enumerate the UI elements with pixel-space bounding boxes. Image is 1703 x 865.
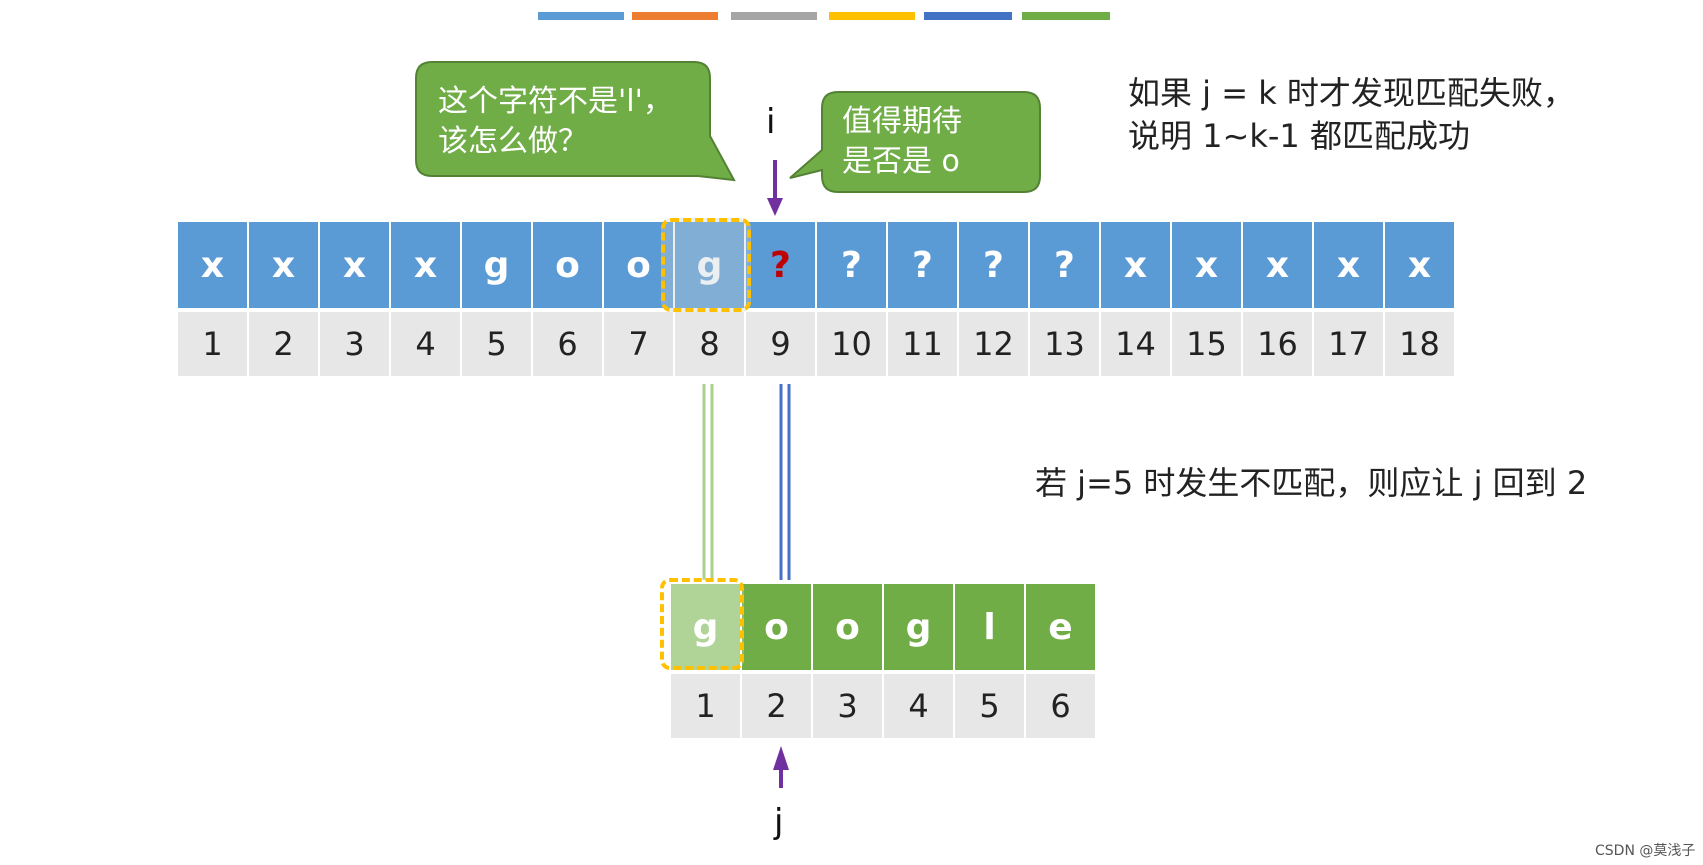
main-index-cell: 4 bbox=[391, 312, 460, 376]
note-top-line2: 说明 1~k-1 都匹配成功 bbox=[1128, 117, 1470, 155]
footer-watermark: CSDN @莫浅子 bbox=[1595, 843, 1696, 859]
note-top: 如果 j = k 时才发现匹配失败， 说明 1~k-1 都匹配成功 bbox=[1128, 72, 1575, 158]
main-char-cell: x bbox=[178, 222, 247, 308]
main-char-cell: g bbox=[462, 222, 531, 308]
main-char-cell: x bbox=[1385, 222, 1454, 308]
callout-right-text: 值得期待 是否是 o bbox=[842, 102, 962, 182]
note-top-line1: 如果 j = k 时才发现匹配失败， bbox=[1128, 74, 1575, 112]
main-char-cell: ? bbox=[746, 222, 815, 308]
main-index-cell: 3 bbox=[320, 312, 389, 376]
pointer-j-arrow-head bbox=[773, 746, 789, 770]
main-char-cell: x bbox=[391, 222, 460, 308]
pattern-index-cell: 3 bbox=[813, 674, 882, 738]
main-char-cell: ? bbox=[959, 222, 1028, 308]
callout-left-line1: 这个字符不是'l'， bbox=[438, 84, 673, 119]
main-char-cell: x bbox=[249, 222, 318, 308]
main-char-cell: ? bbox=[888, 222, 957, 308]
pattern-index-cell: 4 bbox=[884, 674, 953, 738]
pattern-char-cell: g bbox=[671, 584, 740, 670]
legend-stripe-darkblue bbox=[924, 12, 1012, 20]
legend-stripe-green bbox=[1022, 12, 1110, 20]
pattern-char-cell: e bbox=[1026, 584, 1095, 670]
main-index-cell: 10 bbox=[817, 312, 886, 376]
callout-right-line2: 是否是 o bbox=[842, 144, 960, 179]
pattern-index-cell: 6 bbox=[1026, 674, 1095, 738]
pattern-index-cell: 1 bbox=[671, 674, 740, 738]
main-char-cell: g bbox=[675, 222, 744, 308]
callout-left-line2: 该怎么做？ bbox=[438, 124, 588, 159]
main-index-cell: 6 bbox=[533, 312, 602, 376]
legend-stripe-orange bbox=[632, 12, 718, 20]
main-char-cell: x bbox=[1101, 222, 1170, 308]
callout-left-text: 这个字符不是'l'， 该怎么做？ bbox=[438, 82, 673, 162]
main-index-cell: 18 bbox=[1385, 312, 1454, 376]
main-char-cell: x bbox=[1172, 222, 1241, 308]
main-index-cell: 13 bbox=[1030, 312, 1099, 376]
main-index-cell: 11 bbox=[888, 312, 957, 376]
pattern-char-cell: o bbox=[742, 584, 811, 670]
main-index-cell: 15 bbox=[1172, 312, 1241, 376]
pattern-char-cell: g bbox=[884, 584, 953, 670]
main-char-cell: x bbox=[320, 222, 389, 308]
legend-stripe-blue bbox=[538, 12, 624, 20]
highlight-main-g bbox=[661, 218, 751, 312]
callout-left-bubble bbox=[415, 61, 736, 182]
note-mid: 若 j=5 时发生不匹配，则应让 j 回到 2 bbox=[1035, 464, 1588, 502]
pattern-index-cell: 2 bbox=[742, 674, 811, 738]
main-char-cell: ? bbox=[1030, 222, 1099, 308]
main-index-cell: 2 bbox=[249, 312, 318, 376]
main-char-cell: x bbox=[1243, 222, 1312, 308]
main-index-cell: 14 bbox=[1101, 312, 1170, 376]
main-index-cell: 9 bbox=[746, 312, 815, 376]
legend-stripe-gray bbox=[731, 12, 817, 20]
callout-right-bubble bbox=[789, 91, 1041, 193]
callout-right-line1: 值得期待 bbox=[842, 104, 962, 139]
main-index-cell: 7 bbox=[604, 312, 673, 376]
main-index-cell: 1 bbox=[178, 312, 247, 376]
pointer-i-label: i bbox=[766, 102, 776, 142]
main-index-cell: 12 bbox=[959, 312, 1028, 376]
main-char-cell: x bbox=[1314, 222, 1383, 308]
pointer-j-label: j bbox=[774, 802, 784, 842]
main-char-cell: o bbox=[533, 222, 602, 308]
main-index-cell: 16 bbox=[1243, 312, 1312, 376]
pointer-i-arrow-head bbox=[767, 198, 783, 216]
pattern-char-cell: o bbox=[813, 584, 882, 670]
highlight-pattern-g bbox=[660, 578, 744, 670]
pattern-char-cell: l bbox=[955, 584, 1024, 670]
main-index-cell: 5 bbox=[462, 312, 531, 376]
main-char-cell: ? bbox=[817, 222, 886, 308]
legend-stripe-yellow bbox=[829, 12, 915, 20]
main-index-cell: 17 bbox=[1314, 312, 1383, 376]
pattern-index-cell: 5 bbox=[955, 674, 1024, 738]
main-index-cell: 8 bbox=[675, 312, 744, 376]
